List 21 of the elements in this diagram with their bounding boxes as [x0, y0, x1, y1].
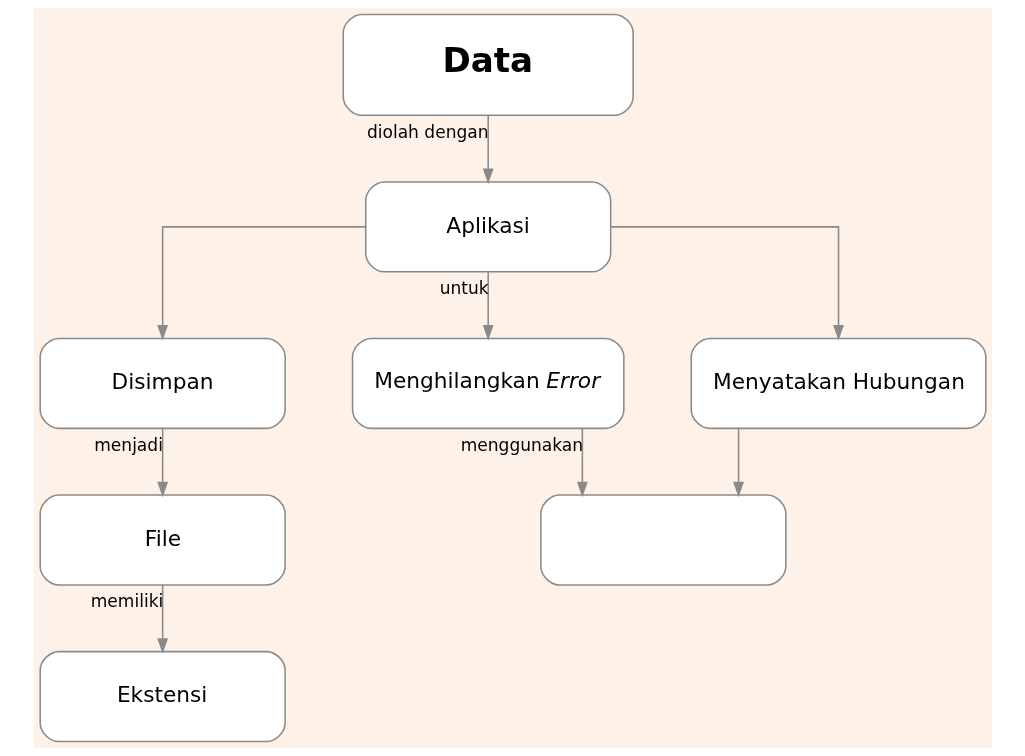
- arrow: [156, 226, 366, 341]
- node-box: File: [38, 494, 286, 586]
- node-box: Menghilangkan Error: [351, 337, 625, 430]
- edge-label: memiliki: [90, 591, 163, 612]
- arrow: [576, 427, 588, 498]
- edge-label: menggunakan: [460, 434, 583, 455]
- edge-label: untuk: [439, 278, 489, 299]
- node-box: Disimpan: [38, 337, 286, 430]
- arrow: [156, 584, 168, 654]
- node-box: Aplikasi: [364, 181, 611, 273]
- arrow: [482, 271, 494, 341]
- edge-label: menjadi: [93, 434, 163, 455]
- arrow: [732, 427, 744, 498]
- node-box: Data: [342, 13, 634, 117]
- node-box: [539, 494, 787, 586]
- edge-label: diolah dengan: [366, 121, 489, 142]
- arrow: [482, 114, 494, 185]
- arrow: [609, 226, 844, 341]
- node-box: Menyatakan Hubungan: [690, 337, 987, 430]
- arrow: [156, 427, 168, 498]
- node-box: Ekstensi: [38, 650, 286, 743]
